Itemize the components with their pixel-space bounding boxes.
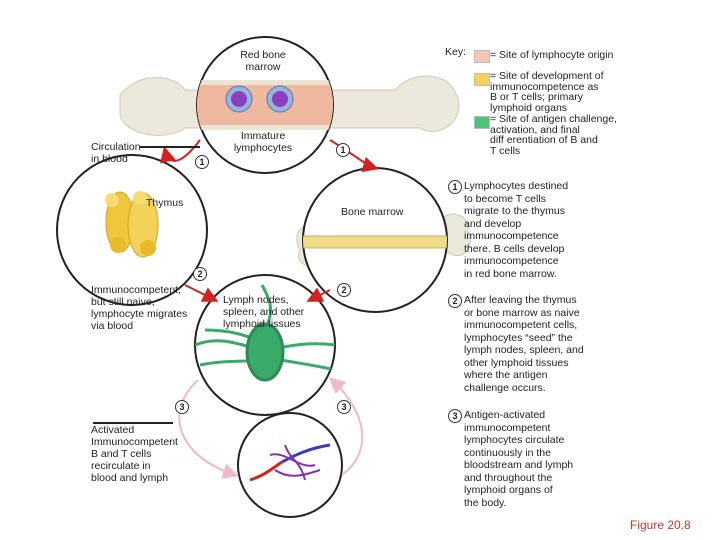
blood-vessel-circle bbox=[237, 412, 343, 518]
key-item-antigen: = Site of antigen challenge, activation,… bbox=[490, 113, 617, 157]
label-immunocompetent: Immunocompetent, but still naive, lympho… bbox=[91, 284, 188, 332]
leader-line-activated bbox=[93, 422, 173, 424]
red-bone-marrow-circle bbox=[196, 36, 334, 174]
step-1-text: Lymphocytes destined to become T cells m… bbox=[464, 180, 569, 280]
label-immature-lymphocytes: Immature lymphocytes bbox=[233, 130, 293, 154]
key-title: Key: bbox=[445, 46, 467, 58]
figure-caption: Figure 20.8 bbox=[630, 518, 691, 532]
key-swatch-development bbox=[474, 73, 490, 86]
label-activated: Activated Immunocompetent B and T cells … bbox=[91, 424, 178, 484]
step-2-badge-left: 2 bbox=[193, 267, 207, 281]
thymus-circle bbox=[56, 154, 208, 306]
key-swatch-antigen bbox=[474, 116, 490, 129]
step-2-badge-right: 2 bbox=[337, 283, 351, 297]
step-3-badge-left: 3 bbox=[175, 400, 189, 414]
step-2-text: After leaving the thymus or bone marrow … bbox=[464, 294, 584, 394]
key-item-development: = Site of development of immunocompetenc… bbox=[490, 70, 604, 114]
lymph-node-circle bbox=[194, 274, 336, 416]
step-1-badge-right: 1 bbox=[336, 143, 350, 157]
key-swatch-origin bbox=[474, 50, 490, 63]
label-circulation-in-blood: Circulation in blood bbox=[91, 141, 141, 165]
step-1-badge-left: 1 bbox=[195, 155, 209, 169]
label-red-bone-marrow: Red bone marrow bbox=[240, 49, 286, 73]
step-3-badge: 3 bbox=[448, 409, 462, 423]
step-1-badge: 1 bbox=[448, 180, 462, 194]
step-3-text: Antigen-activated immunocompetent lympho… bbox=[464, 409, 574, 509]
leader-line-circulation bbox=[140, 146, 200, 148]
bone-marrow-circle bbox=[302, 167, 448, 313]
label-thymus: Thymus bbox=[146, 197, 184, 209]
step-2-badge: 2 bbox=[448, 294, 462, 308]
label-lymph-nodes: Lymph nodes, spleen, and other lymphoid … bbox=[223, 294, 305, 330]
label-bone-marrow: Bone marrow bbox=[341, 206, 404, 218]
key-item-origin: = Site of lymphocyte origin bbox=[490, 49, 614, 61]
step-3-badge-right: 3 bbox=[337, 400, 351, 414]
